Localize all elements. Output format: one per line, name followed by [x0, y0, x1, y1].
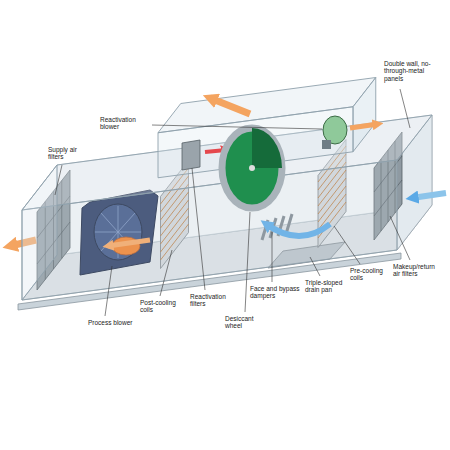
- leader-line: [160, 250, 172, 296]
- part-label: Reactivation blower: [100, 116, 150, 131]
- part-label: Supply air filters: [48, 146, 88, 161]
- leader-line: [310, 257, 320, 276]
- part-label: Reactivation filters: [190, 293, 235, 308]
- reactivation-end: [353, 78, 376, 152]
- leader-line: [192, 168, 205, 290]
- leader-line: [400, 89, 410, 128]
- part-label: Makeup/return air filters: [393, 263, 443, 278]
- inlet-air-arrow: [412, 193, 446, 198]
- casing-front: [22, 160, 397, 300]
- leader-line: [55, 165, 62, 195]
- reactivation-blower: [323, 116, 347, 144]
- part-label: Desiccant wheel: [225, 315, 270, 330]
- part-label: Double wall, no-through-metal panels: [384, 60, 442, 82]
- part-label: Face and bypass dampers: [250, 285, 300, 300]
- part-label: Process blower: [88, 319, 133, 326]
- casing-left-end: [22, 165, 57, 300]
- leader-lines: [55, 89, 410, 316]
- exhaust-air-arrow: [350, 124, 378, 128]
- reactivation-front: [158, 107, 353, 178]
- leader-line: [390, 216, 410, 260]
- reactivation-filter: [182, 140, 200, 170]
- leader-line: [334, 226, 360, 264]
- part-label: Triple-sloped drain pan: [305, 279, 350, 294]
- part-label: Post-cooling coils: [140, 299, 185, 314]
- wheel-sector: [252, 128, 282, 168]
- blower-motor: [322, 140, 331, 149]
- desiccant-wheel: [222, 128, 282, 208]
- wheel-hub: [249, 165, 255, 171]
- leader-line: [272, 232, 273, 282]
- leader-line: [245, 212, 250, 312]
- leader-line: [152, 125, 322, 129]
- leader-line: [105, 266, 112, 316]
- part-label: Pre-cooling coils: [350, 267, 390, 282]
- exhaust-air-arrow: [210, 98, 250, 114]
